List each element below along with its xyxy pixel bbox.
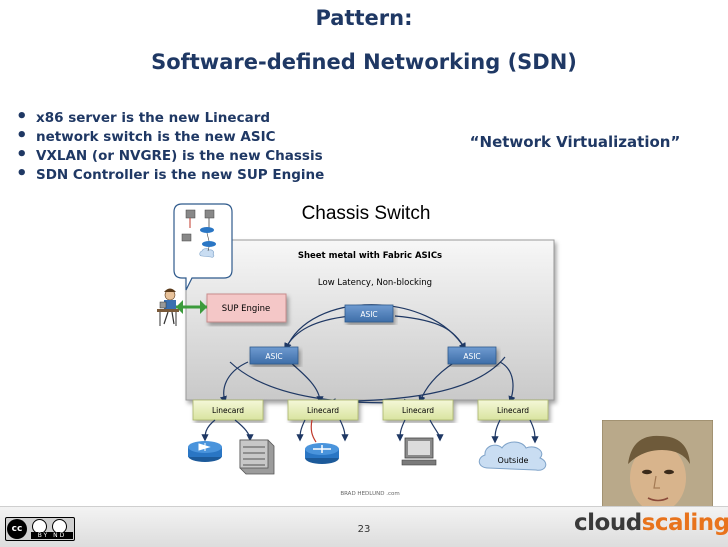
bullet-item: network switch is the new ASIC <box>16 126 324 145</box>
slide-title-line1: Pattern: <box>315 6 413 30</box>
admin-person-icon <box>157 288 179 326</box>
sup-link-arrows <box>176 300 207 314</box>
bullet-list: x86 server is the new Linecard network s… <box>16 107 324 183</box>
sup-engine-box <box>206 293 287 323</box>
asic-top <box>344 304 394 323</box>
server-stack-icon <box>239 439 275 475</box>
linecard-1-label: Linecard <box>212 406 244 415</box>
router-icon <box>305 443 339 464</box>
fabric-links <box>219 304 516 406</box>
firewall-icon <box>188 441 222 462</box>
slide-title-line2: Software-defined Networking (SDN) <box>151 50 577 74</box>
network-virtualization-quote: “Network Virtualization” <box>469 133 681 151</box>
sheet-metal-label: Sheet metal with Fabric ASICs <box>298 251 442 261</box>
outside-label: Outside <box>498 456 529 465</box>
asic-left <box>249 346 299 365</box>
logo-scaling-text: scaling <box>641 510 728 536</box>
linecard-2-label: Linecard <box>307 406 339 415</box>
sup-engine-label: SUP Engine <box>222 304 271 314</box>
diagram-credit: BRAD HEDLUND .com <box>340 491 399 497</box>
cloudscaling-logo: cloudscaling <box>574 510 728 536</box>
linecard-2 <box>287 399 359 421</box>
cc-license-text: BY ND <box>31 532 73 539</box>
controller-bubble <box>173 203 233 291</box>
linecard-4 <box>477 399 549 421</box>
linecard-3-label: Linecard <box>402 406 434 415</box>
asic-top-label: ASIC <box>360 310 377 319</box>
linecard-1 <box>192 399 264 421</box>
bullet-item: x86 server is the new Linecard <box>16 107 324 126</box>
linecard-3 <box>382 399 454 421</box>
bullet-item: SDN Controller is the new SUP Engine <box>16 164 324 183</box>
bullet-item: VXLAN (or NVGRE) is the new Chassis <box>16 145 324 164</box>
footer-bar <box>0 506 728 547</box>
workstation-icon <box>401 437 437 466</box>
outside-cloud-icon <box>478 441 547 471</box>
device-links <box>201 419 539 444</box>
asic-right <box>447 346 497 365</box>
mini-topology-icon <box>181 209 216 258</box>
latency-label: Low Latency, Non-blocking <box>318 278 432 288</box>
cc-icon: cc <box>7 519 27 539</box>
creative-commons-badge: cc BY ND <box>5 517 75 541</box>
page-number: 23 <box>357 524 371 535</box>
asic-right-label: ASIC <box>463 352 480 361</box>
red-link <box>310 419 317 443</box>
asic-left-label: ASIC <box>265 352 282 361</box>
linecard-4-label: Linecard <box>497 406 529 415</box>
logo-cloud-text: cloud <box>574 510 642 536</box>
chassis-switch-label: Chassis Switch <box>302 203 431 224</box>
linecard-row: Linecard Linecard Linecard Linecard <box>192 399 549 421</box>
presenter-photo <box>602 420 713 518</box>
